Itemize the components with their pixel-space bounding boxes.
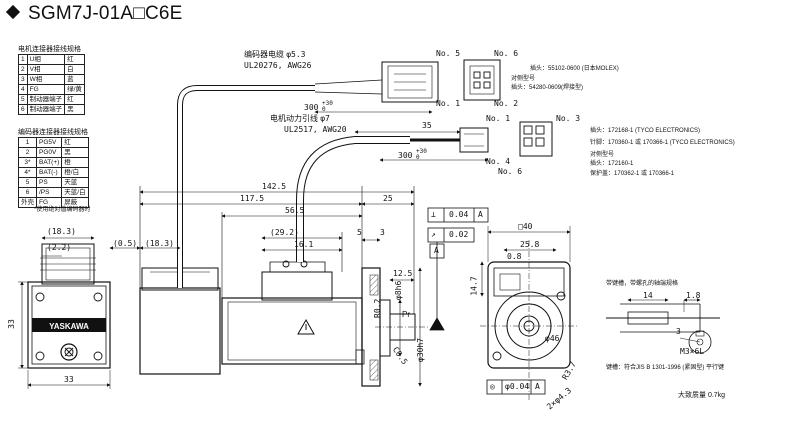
keyway-detail (606, 298, 720, 354)
power-cable-length-300: 300 (398, 151, 413, 160)
keyway-dim-14: 14 (643, 291, 653, 300)
dim-sq40: □40 (518, 222, 533, 231)
power-pin-no4: No. 4 (486, 157, 511, 166)
dim-142-5: 142.5 (262, 182, 287, 191)
encoder-pin-no6: No. 6 (494, 49, 519, 58)
dim-33-height: 33 (6, 319, 16, 329)
power-cable-tol-lo: 0 (416, 154, 420, 161)
encoder-cell: 屏蔽 (61, 197, 89, 208)
dim-0-5: (0.5) (113, 239, 138, 248)
power-mate-label: 对侧型号 (590, 152, 615, 158)
dim-25-8: 25.8 (520, 240, 540, 249)
dim-33-width: 33 (64, 375, 74, 384)
dim-r0-2: R0.2 (373, 298, 382, 318)
motor-cell: 黑 (64, 104, 85, 115)
power-mate-cover: 保护盖：170362-1 或 170366-1 (590, 171, 675, 177)
power-pin: 针脚：170360-1 或 170366-1 (TYCO ELECTRONICS… (590, 140, 735, 146)
power-mate-plug: 插头：172160-1 (590, 161, 634, 167)
power-pin-no1: No. 1 (486, 114, 511, 123)
position-value: φ0.04 (505, 382, 530, 391)
power-cable-length-35: 35 (422, 121, 432, 130)
runout-value: 0.02 (449, 230, 469, 239)
dim-5: 5 (357, 228, 362, 237)
encoder-cable-connector (314, 59, 501, 114)
dim-14-7: 14.7 (469, 276, 479, 296)
encoder-pin-no2: No. 2 (494, 99, 519, 108)
dim-3: 3 (380, 228, 385, 237)
encoder-cable-tol-hi: +30 (322, 100, 333, 107)
position-symbol: ◎ (490, 382, 495, 391)
gdt-frames (427, 207, 546, 395)
power-cable-connector (354, 121, 553, 162)
keyway-thread: M3×6L (680, 347, 705, 356)
encoder-connector-table-title: 编码器连接器接线规格 (18, 129, 88, 136)
encoder-cable-spec: UL20276, AWG26 (244, 61, 312, 70)
dimension-lines (109, 186, 422, 387)
perp-value: 0.04 (449, 210, 469, 219)
page-title: SGM7J-01A□C6E (5, 3, 183, 25)
keyway-dim-3: 3 (676, 327, 681, 336)
encoder-mate-plug: 插头：54280-0609(焊接型) (511, 85, 584, 91)
runout-symbol: ↗ (431, 230, 436, 239)
surface-roughness-mark: Pr (402, 310, 410, 319)
encoder-cable-length: 300 (304, 103, 319, 112)
dim-18-3-rear: (18.3) (47, 227, 76, 236)
front-flange-view (480, 226, 578, 400)
encoder-cable-label: 编码器电缆 φ5.3 (244, 50, 306, 59)
keyway-title: 带键槽，带螺孔的轴端规格 (606, 281, 679, 287)
power-cable-spec: UL2517, AWG20 (284, 125, 347, 134)
encoder-pin-no5: No. 5 (436, 49, 461, 58)
encoder-cable-tol-lo: 0 (322, 106, 326, 113)
keyway-note: 键槽：符合JIS B 1301-1996 (紧固型) 平行键 (606, 365, 725, 371)
dim-18-3-side: (18.3) (145, 239, 174, 248)
encoder-mate-label: 对侧型号 (511, 76, 536, 82)
perp-datum: A (478, 210, 483, 219)
datum-a: A (434, 246, 439, 255)
encoder-row: 3*BAT(+)橙 (18, 157, 89, 168)
dim-56-5: 56.5 (285, 206, 305, 215)
position-datum: A (535, 382, 540, 391)
power-pin-no3: No. 3 (556, 114, 581, 123)
dim-2-2: (2.2) (47, 243, 72, 252)
encoder-plug: 插头：55102-0600 (日本MOLEX) (530, 66, 619, 72)
dim-phi8: φ8h6 (394, 280, 403, 300)
dim-16-1: 16.1 (294, 240, 314, 249)
encoder-pin-no1: No. 1 (436, 99, 461, 108)
rear-view (18, 236, 111, 389)
dim-117-5: 117.5 (240, 194, 265, 203)
motor-connector-table-title: 电机连接器接线规格 (18, 46, 81, 53)
brand-logo: YASKAWA (49, 322, 89, 331)
power-cable-label: 电机动力引线 φ7 (270, 114, 330, 123)
dim-12-5: 12.5 (393, 269, 413, 278)
power-cable-tol-hi: +30 (416, 148, 427, 155)
encoder-table-note: *使用绝对值编码器时 (34, 207, 91, 213)
weight-note: 大致质量 0.7kg (678, 392, 726, 399)
dim-phi30: φ30h7 (416, 337, 425, 362)
dim-29-2: (29.2) (270, 228, 299, 237)
dim-25: 25 (383, 194, 393, 203)
dim-phi46: φ46 (545, 334, 560, 343)
dim-0-8: 0.8 (507, 252, 522, 261)
keyway-dim-1-8: 1.8 (686, 291, 701, 300)
power-plug: 插头：172168-1 (TYCO ELECTRONICS) (590, 128, 701, 134)
power-pin-no6: No. 6 (498, 167, 523, 176)
motor-body-view (139, 85, 430, 387)
perp-symbol: ⊥ (431, 210, 436, 219)
